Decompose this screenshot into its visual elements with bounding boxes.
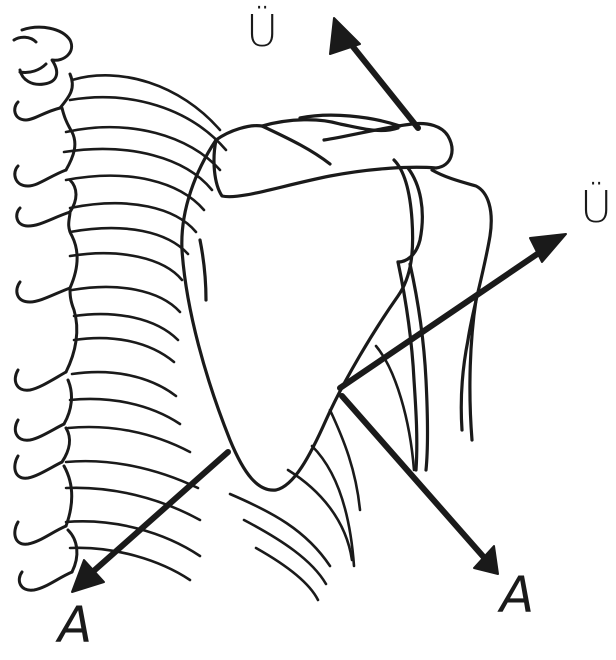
scapula (182, 115, 491, 490)
label-bottom-right: A (500, 570, 534, 620)
label-right: Ü (580, 186, 612, 230)
arrow-up-right (340, 244, 552, 388)
arrowheads (72, 18, 566, 592)
label-bottom-left: A (58, 600, 92, 650)
ribs (64, 75, 414, 600)
label-top: Ü (246, 10, 278, 54)
arrow-up-left (346, 38, 418, 128)
spine (14, 27, 77, 590)
arrow-down-left (88, 452, 228, 576)
